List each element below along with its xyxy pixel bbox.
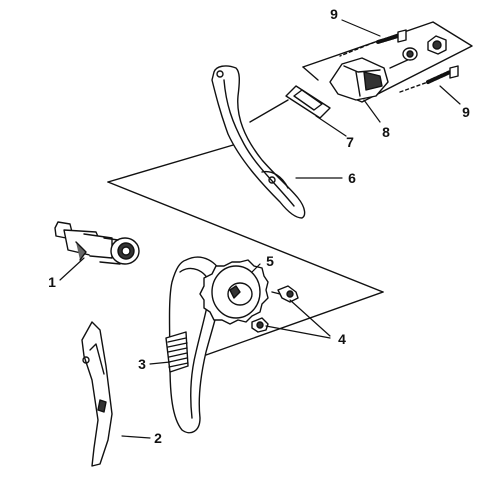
tensioner-guide-part-2	[81, 321, 113, 467]
cam-sprocket-part-5	[199, 259, 269, 325]
callout-9-lower: 9	[462, 104, 470, 120]
callout-6: 6	[348, 170, 356, 186]
callout-9-upper: 9	[330, 6, 338, 22]
tensioner-reference-box	[302, 21, 473, 103]
callout-2: 2	[154, 430, 162, 446]
reference-plane	[107, 142, 384, 356]
callout-4: 4	[338, 331, 346, 347]
gasket-part-7	[249, 85, 331, 123]
tensioner-bolt-lower-part-9	[399, 65, 459, 93]
camshaft-part-1	[54, 221, 140, 265]
callout-8: 8	[382, 124, 390, 140]
chain-guide-part-6	[211, 65, 306, 219]
tensioner-body-part-8	[329, 35, 447, 101]
sprocket-bolts-part-4	[251, 285, 299, 333]
callout-1: 1	[48, 274, 56, 290]
callout-7: 7	[346, 134, 354, 150]
callout-3: 3	[138, 356, 146, 372]
leader-lines	[59, 19, 461, 439]
callout-5: 5	[266, 253, 274, 269]
tensioner-bolt-upper-part-9	[339, 29, 407, 57]
